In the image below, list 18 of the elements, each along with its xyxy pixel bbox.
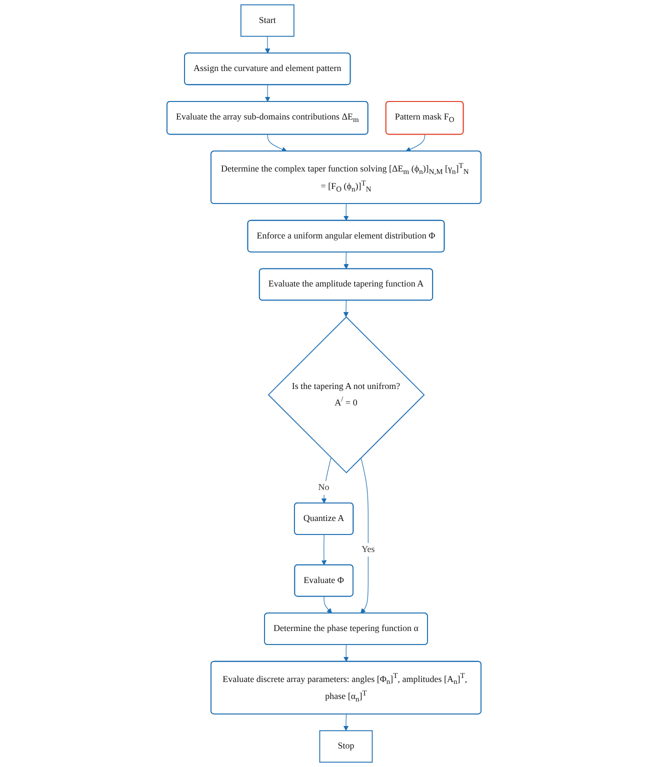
arrow (264, 84, 270, 102)
arrow (344, 204, 349, 221)
arrow (344, 252, 349, 270)
arrow (264, 36, 270, 54)
arrow (344, 644, 349, 662)
node-box (240, 4, 294, 37)
node-box (319, 730, 373, 763)
arrow (360, 457, 368, 614)
arrow (324, 596, 332, 614)
node-diamond (268, 316, 425, 474)
arrow (321, 457, 332, 504)
arrow (267, 134, 287, 152)
edge-label: Yes (362, 544, 375, 554)
arrow (343, 300, 349, 318)
arrow (321, 534, 327, 566)
arrow (343, 714, 349, 731)
edge-label: No (318, 482, 330, 492)
arrow (406, 134, 426, 152)
